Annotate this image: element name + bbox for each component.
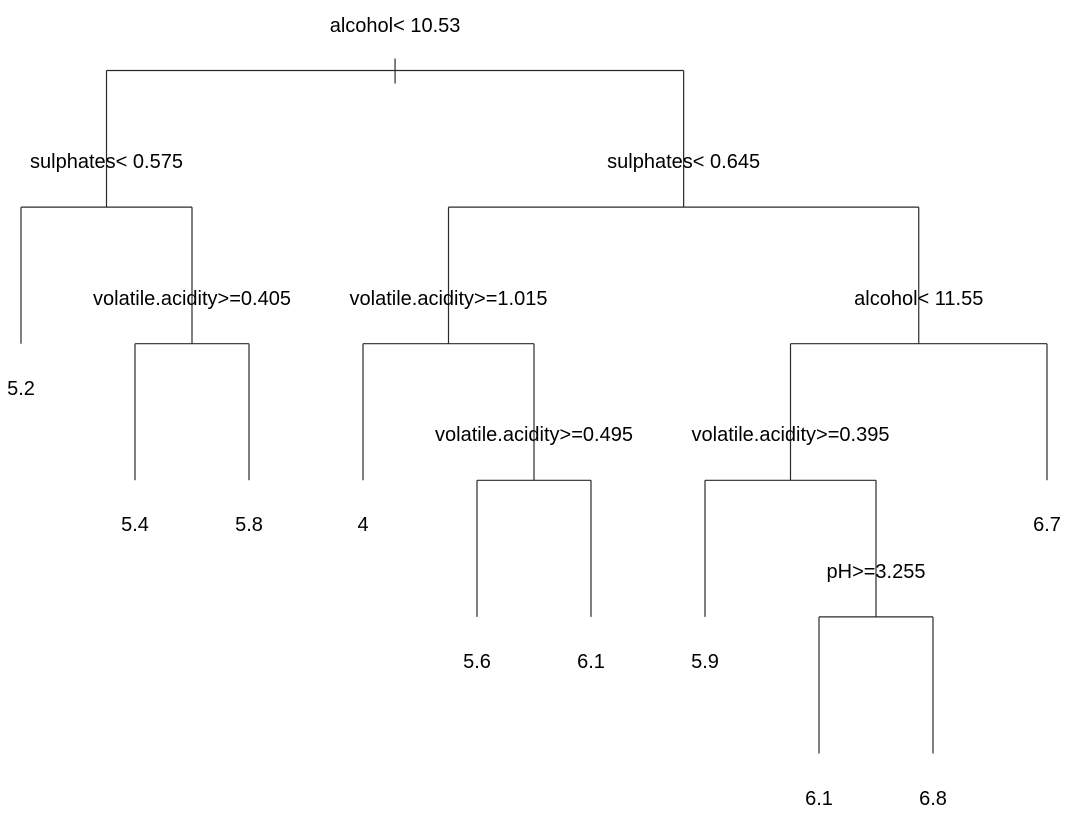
- leaf-label: 4: [357, 514, 369, 537]
- split-label: sulphates< 0.575: [30, 151, 183, 174]
- leaf-label: 5.8: [235, 514, 263, 537]
- split-label: alcohol< 11.55: [854, 287, 984, 310]
- leaf-label: 5.4: [121, 514, 149, 537]
- split-label: volatile.acidity>=0.495: [435, 424, 633, 447]
- split-label: sulphates< 0.645: [607, 151, 761, 174]
- leaf-label: 6.7: [1033, 514, 1061, 537]
- leaf-label: 5.2: [7, 377, 35, 400]
- leaf-label: 6.8: [919, 787, 947, 810]
- split-label: pH>=3.255: [826, 560, 926, 583]
- split-label: volatile.acidity>=0.395: [691, 424, 890, 447]
- split-label: alcohol< 10.53: [329, 14, 461, 37]
- leaf-label: 6.1: [805, 787, 833, 810]
- split-label: volatile.acidity>=1.015: [349, 287, 548, 310]
- leaf-label: 5.9: [691, 650, 719, 673]
- split-label: volatile.acidity>=0.405: [93, 287, 291, 310]
- leaf-label: 5.6: [463, 650, 491, 673]
- leaf-label: 6.1: [577, 650, 605, 673]
